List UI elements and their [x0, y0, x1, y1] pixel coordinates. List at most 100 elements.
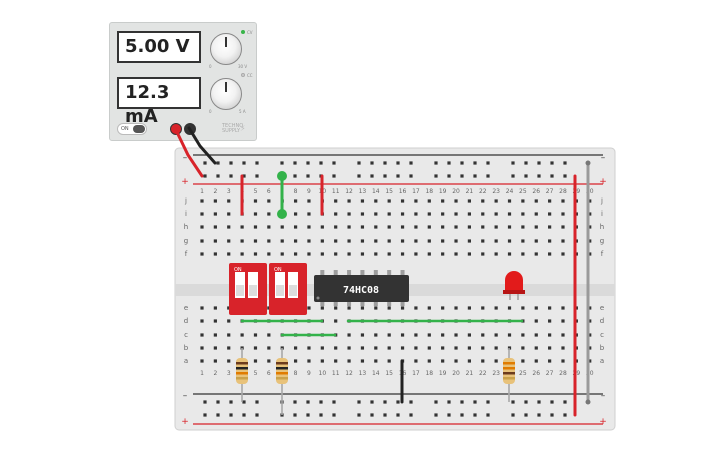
breadboard-hole[interactable] — [240, 252, 244, 256]
breadboard-hole[interactable] — [561, 239, 565, 243]
rail-hole[interactable] — [216, 400, 220, 404]
dip-switch-toggle-icon[interactable] — [236, 285, 244, 296]
breadboard-hole[interactable] — [454, 212, 458, 216]
breadboard-hole[interactable] — [414, 306, 418, 310]
breadboard-hole[interactable] — [320, 225, 324, 229]
breadboard-hole[interactable] — [387, 225, 391, 229]
breadboard-hole[interactable] — [240, 239, 244, 243]
breadboard-hole[interactable] — [588, 252, 592, 256]
resistor-body[interactable] — [503, 358, 515, 384]
rail-hole[interactable] — [396, 400, 400, 404]
breadboard-hole[interactable] — [414, 252, 418, 256]
resistor-body[interactable] — [236, 358, 248, 384]
breadboard-hole[interactable] — [360, 252, 365, 256]
breadboard-hole[interactable] — [320, 359, 324, 363]
breadboard-hole[interactable] — [347, 306, 351, 310]
power-supply[interactable]: 5.00 V 12.3 mA CV CC 0 30 V 0 5 A ON TEC… — [109, 22, 257, 141]
breadboard-hole[interactable] — [561, 306, 565, 310]
breadboard-hole[interactable] — [548, 346, 552, 350]
rail-hole[interactable] — [370, 174, 374, 178]
breadboard-hole[interactable] — [548, 333, 552, 337]
breadboard-hole[interactable] — [200, 199, 204, 203]
breadboard-hole[interactable] — [521, 225, 525, 229]
breadboard-hole[interactable] — [360, 346, 365, 350]
breadboard-hole[interactable] — [467, 212, 471, 216]
breadboard-hole[interactable] — [334, 319, 338, 323]
breadboard-hole[interactable] — [307, 346, 311, 350]
breadboard-hole[interactable] — [454, 252, 458, 256]
rail-hole[interactable] — [203, 161, 207, 165]
breadboard-hole[interactable] — [267, 333, 271, 337]
rail-hole[interactable] — [550, 174, 554, 178]
breadboard-hole[interactable] — [334, 199, 338, 203]
breadboard-hole[interactable] — [534, 359, 538, 363]
breadboard-hole[interactable] — [521, 212, 525, 216]
rail-hole[interactable] — [319, 400, 323, 404]
breadboard-hole[interactable] — [347, 239, 351, 243]
rail-hole[interactable] — [511, 400, 515, 404]
rail-hole[interactable] — [357, 400, 361, 404]
rail-hole[interactable] — [383, 400, 387, 404]
breadboard-hole[interactable] — [427, 225, 431, 229]
breadboard-hole[interactable] — [293, 252, 298, 256]
rail-hole[interactable] — [293, 400, 297, 404]
breadboard-hole[interactable] — [548, 212, 552, 216]
breadboard-hole[interactable] — [213, 212, 217, 216]
breadboard-hole[interactable] — [227, 359, 231, 363]
breadboard-hole[interactable] — [441, 333, 445, 337]
rail-hole[interactable] — [203, 174, 207, 178]
breadboard-hole[interactable] — [227, 252, 231, 256]
rail-hole[interactable] — [332, 400, 336, 404]
breadboard-hole[interactable] — [534, 306, 538, 310]
breadboard-hole[interactable] — [334, 252, 338, 256]
breadboard-hole[interactable] — [454, 333, 458, 337]
breadboard-hole[interactable] — [588, 333, 592, 337]
rail-hole[interactable] — [486, 174, 490, 178]
breadboard-hole[interactable] — [387, 252, 391, 256]
rail-hole[interactable] — [306, 161, 310, 165]
dip-switch-toggle-icon[interactable] — [276, 285, 284, 296]
breadboard-hole[interactable] — [253, 252, 258, 256]
breadboard-hole[interactable] — [227, 199, 231, 203]
rail-hole[interactable] — [460, 174, 464, 178]
breadboard-hole[interactable] — [454, 359, 458, 363]
rail-hole[interactable] — [306, 174, 310, 178]
breadboard-hole[interactable] — [507, 239, 512, 243]
breadboard-hole[interactable] — [481, 199, 485, 203]
breadboard-hole[interactable] — [387, 333, 391, 337]
breadboard-hole[interactable] — [280, 225, 284, 229]
breadboard-hole[interactable] — [200, 212, 204, 216]
breadboard-hole[interactable] — [414, 239, 418, 243]
breadboard-hole[interactable] — [507, 212, 512, 216]
breadboard-hole[interactable] — [548, 225, 552, 229]
breadboard-hole[interactable] — [521, 346, 525, 350]
rail-hole[interactable] — [550, 413, 554, 417]
breadboard-hole[interactable] — [441, 212, 445, 216]
rail-hole[interactable] — [511, 161, 515, 165]
breadboard-hole[interactable] — [267, 212, 271, 216]
rail-hole[interactable] — [383, 413, 387, 417]
rail-hole[interactable] — [293, 161, 297, 165]
rail-hole[interactable] — [550, 161, 554, 165]
wire-endpoint[interactable] — [277, 171, 287, 181]
breadboard-hole[interactable] — [534, 239, 538, 243]
breadboard-hole[interactable] — [467, 346, 471, 350]
breadboard-hole[interactable] — [240, 333, 244, 337]
breadboard-hole[interactable] — [427, 333, 431, 337]
breadboard-hole[interactable] — [253, 333, 258, 337]
breadboard-hole[interactable] — [347, 252, 351, 256]
rail-hole[interactable] — [280, 161, 284, 165]
breadboard-hole[interactable] — [334, 346, 338, 350]
breadboard-hole[interactable] — [400, 225, 405, 229]
breadboard-hole[interactable] — [387, 239, 391, 243]
rail-hole[interactable] — [357, 413, 361, 417]
breadboard-hole[interactable] — [467, 333, 471, 337]
breadboard-hole[interactable] — [374, 333, 378, 337]
rail-hole[interactable] — [203, 400, 207, 404]
breadboard-hole[interactable] — [534, 319, 538, 323]
breadboard-hole[interactable] — [427, 199, 431, 203]
breadboard-hole[interactable] — [454, 199, 458, 203]
breadboard-hole[interactable] — [467, 252, 471, 256]
breadboard-hole[interactable] — [387, 346, 391, 350]
wire-endpoint[interactable] — [585, 399, 591, 405]
